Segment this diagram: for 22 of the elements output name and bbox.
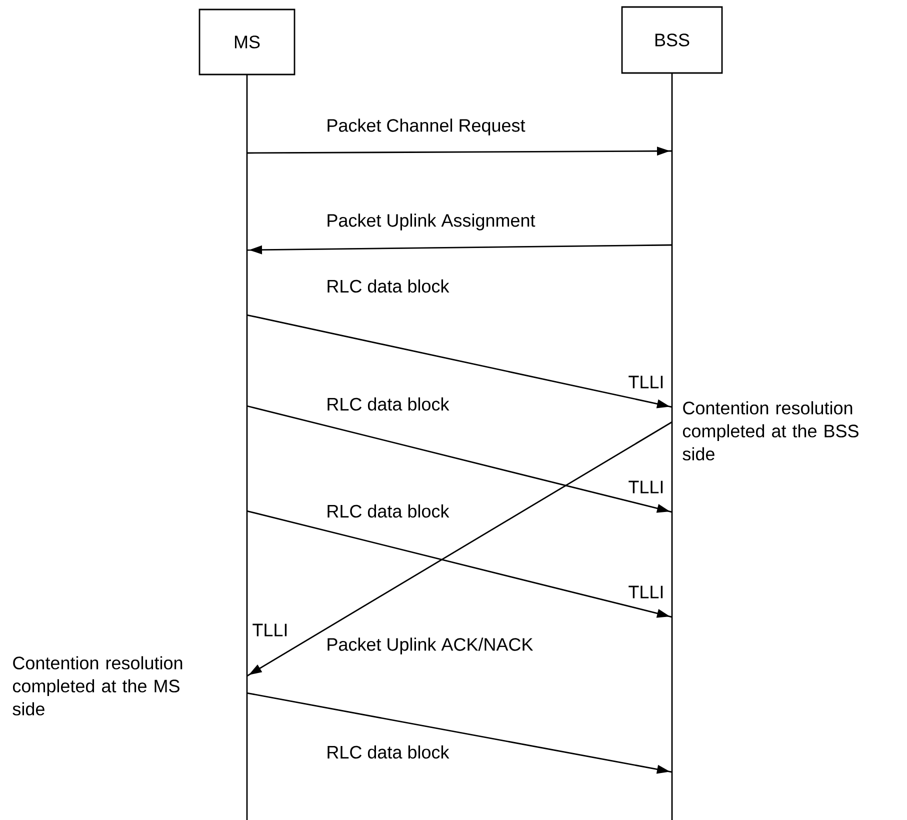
tlli-label: TLLI [252,624,287,636]
message-label: RLC data block [328,745,450,759]
message-label: Packet Uplink ACK/NACK [328,638,534,654]
message-arrow [246,510,672,618]
note: Contention resolution completed at the BSS side [682,401,858,460]
participant-box: BSS [621,6,723,74]
message-label: RLC data block [328,279,450,293]
message-label: Packet Channel Request [328,118,526,136]
tlli-label: TLLI [628,376,663,388]
message-label: RLC data block [328,504,450,518]
message-arrow [246,421,672,677]
message-label: Packet Uplink Assignment [328,214,536,230]
message-arrow [246,692,672,774]
message-arrow [246,405,672,513]
tlli-label: TLLI [628,586,663,598]
tlli-label: TLLI [628,480,663,494]
participant-box: MS [198,8,296,76]
note: Contention resolution completed at the MS side [12,656,182,716]
message-arrow [246,314,672,408]
message-arrow [247,244,672,254]
message-arrow [247,146,672,156]
message-label: RLC data block [328,397,450,411]
